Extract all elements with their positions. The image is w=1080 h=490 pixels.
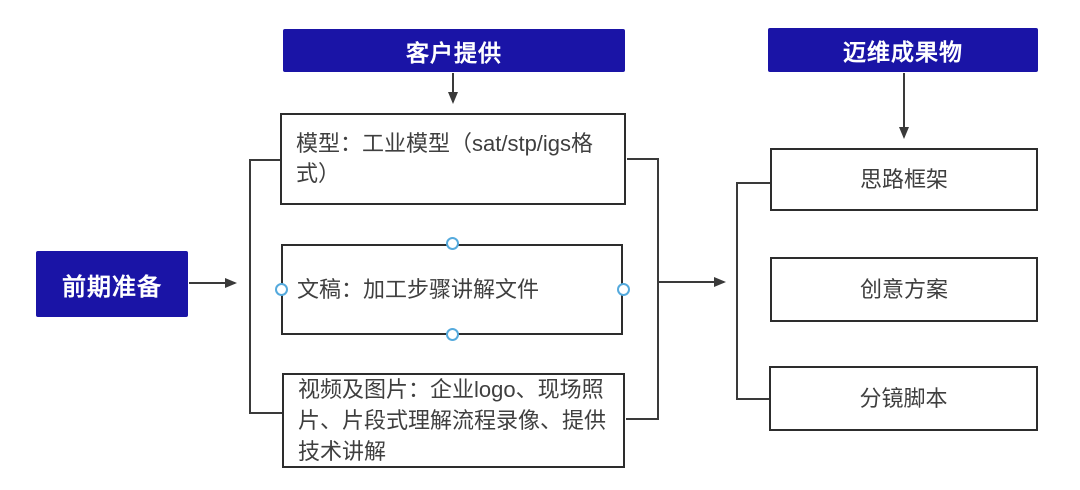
header-client-provides[interactable]: 客户提供: [283, 29, 625, 72]
node-video-images-label: 视频及图片：企业logo、现场照片、片段式理解流程录像、提供技术讲解: [298, 377, 607, 464]
selection-handle-top[interactable]: [446, 237, 459, 250]
node-creative-plan[interactable]: 创意方案: [770, 257, 1038, 322]
node-creative-plan-label: 创意方案: [859, 276, 948, 302]
node-idea-framework-label: 思路框架: [859, 166, 948, 192]
node-model-label: 模型：工业模型（sat/stp/igs格式）: [296, 131, 594, 186]
selection-handle-left[interactable]: [275, 283, 288, 296]
node-idea-framework[interactable]: 思路框架: [770, 148, 1038, 211]
selection-handle-right[interactable]: [617, 283, 630, 296]
node-preparation[interactable]: 前期准备: [36, 251, 188, 317]
node-model[interactable]: 模型：工业模型（sat/stp/igs格式）: [280, 113, 626, 205]
bracket-deliv-left: [736, 182, 770, 400]
node-document[interactable]: 文稿：加工步骤讲解文件: [281, 244, 623, 335]
node-preparation-label: 前期准备: [62, 273, 162, 301]
node-video-images[interactable]: 视频及图片：企业logo、现场照片、片段式理解流程录像、提供技术讲解: [282, 373, 625, 468]
selection-handle-bottom[interactable]: [446, 328, 459, 341]
node-storyboard-script-label: 分镜脚本: [859, 385, 948, 411]
header-client-provides-label: 客户提供: [406, 39, 502, 66]
node-storyboard-script[interactable]: 分镜脚本: [769, 366, 1038, 431]
header-deliverables[interactable]: 迈维成果物: [768, 28, 1038, 72]
header-deliverables-label: 迈维成果物: [843, 39, 963, 65]
node-document-label: 文稿：加工步骤讲解文件: [297, 276, 540, 302]
bracket-client-right: [626, 158, 659, 420]
